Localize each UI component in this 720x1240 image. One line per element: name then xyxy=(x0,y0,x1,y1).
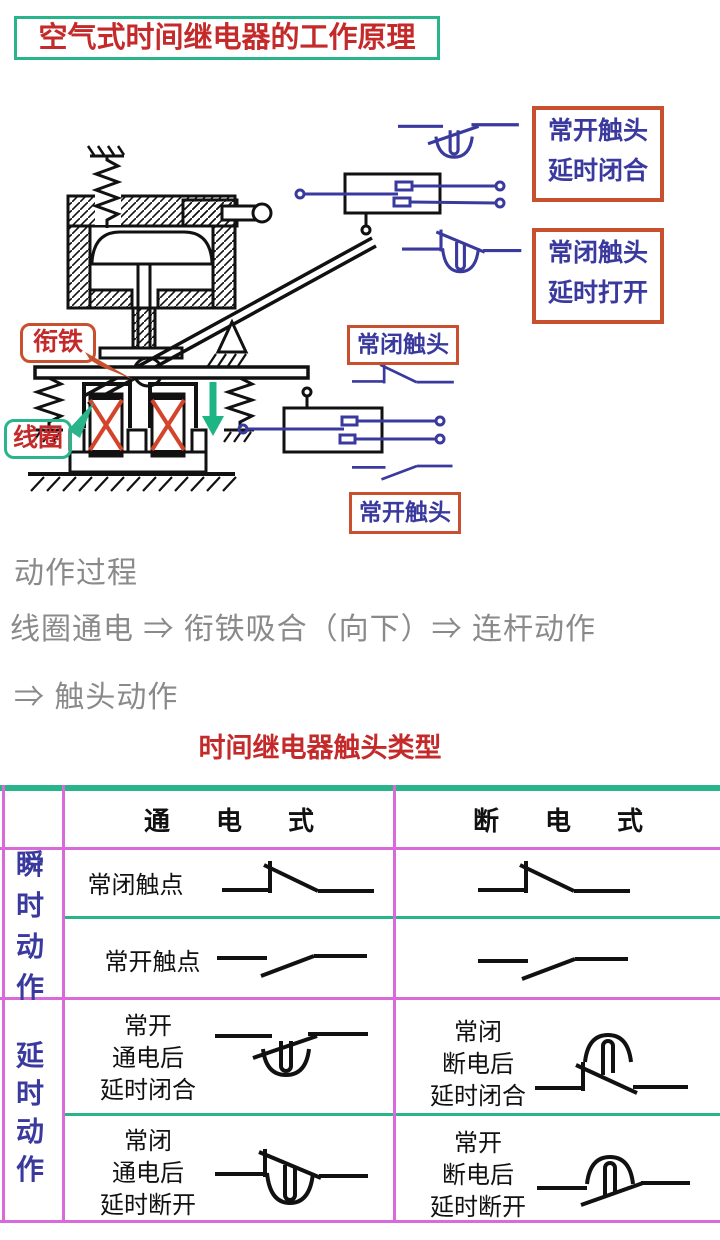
header-divider xyxy=(0,847,720,850)
nc-delayed-closing-label: 常闭 断电后 延时闭合 xyxy=(430,1020,526,1110)
nc-delayed-opening-symbol xyxy=(400,227,523,274)
armature-plate xyxy=(33,365,310,380)
relay-mechanism-diagram xyxy=(28,123,523,492)
nc-delayed-opening-label: 常闭 通电后 延时断开 xyxy=(100,1129,196,1219)
table-left-border xyxy=(2,785,5,1223)
electromagnet-core xyxy=(82,382,198,428)
ground xyxy=(28,472,237,492)
column-header-energized: 通电式 xyxy=(143,807,360,836)
nc-delayed-opening-symbol xyxy=(215,1147,370,1205)
row-divider-2 xyxy=(62,1113,720,1116)
diaphragm xyxy=(90,230,214,266)
nc-instant-symbol-energized xyxy=(222,859,374,895)
no-instant-symbol-deenergized xyxy=(478,957,628,981)
contact-type-table: 通电式 断电式 瞬时动作 延时动作 常闭触点 常开触点 常开 通电后 延时闭合 … xyxy=(0,785,720,1225)
table-top-border xyxy=(0,785,720,791)
row-divider-1 xyxy=(62,916,720,919)
top-spring-anchor xyxy=(86,145,126,158)
coil-windings xyxy=(88,392,186,458)
nc-instant-symbol-deenergized xyxy=(478,859,630,895)
process-step-line2: ⇒ 触头动作 xyxy=(14,681,179,714)
no-delay-close-label: 常开触头 延时闭合 xyxy=(532,106,664,202)
no-instant-symbol-energized xyxy=(217,954,367,978)
pull-down-arrow xyxy=(202,382,224,436)
top-spring xyxy=(91,156,123,228)
row-group-delayed: 延时动作 xyxy=(15,1041,44,1186)
process-step-line1: 线圈通电 ⇒ 衔铁吸合（向下）⇒ 连杆动作 xyxy=(10,613,597,646)
table-title: 时间继电器触头类型 xyxy=(198,733,442,763)
bleed-screw xyxy=(220,202,273,224)
lower-microswitch xyxy=(237,386,446,454)
nc-contact-label: 常闭触头 xyxy=(347,325,459,365)
nc-delay-open-label: 常闭触头 延时打开 xyxy=(532,228,664,324)
table-bottom-border xyxy=(0,1220,720,1223)
coil-callout: 线圈 xyxy=(4,419,72,459)
armature-pointer xyxy=(85,352,134,380)
column-divider-1 xyxy=(62,785,65,1223)
column-divider-2 xyxy=(393,785,396,1223)
coil-pointer xyxy=(68,402,94,438)
lever-pivot xyxy=(207,318,249,367)
no-delayed-closing-symbol xyxy=(396,123,521,159)
no-instant-label: 常开触点 xyxy=(104,950,201,976)
upper-microswitch xyxy=(294,172,506,236)
no-delayed-opening-symbol xyxy=(537,1155,692,1207)
no-contact-symbol xyxy=(350,464,454,481)
no-delayed-opening-label: 常开 断电后 延时断开 xyxy=(430,1131,526,1221)
column-header-deenergized: 断电式 xyxy=(472,807,689,836)
section-divider xyxy=(0,997,720,1000)
no-delayed-closing-symbol xyxy=(215,1032,370,1077)
no-contact-label: 常开触头 xyxy=(349,492,461,534)
process-heading: 动作过程 xyxy=(14,557,138,590)
nc-delayed-closing-symbol xyxy=(535,1033,690,1095)
row-group-instant: 瞬时动作 xyxy=(15,850,44,1004)
nc-contact-symbol xyxy=(350,360,456,385)
nc-instant-label: 常闭触点 xyxy=(87,873,184,899)
page-title: 空气式时间继电器的工作原理 xyxy=(14,16,440,60)
armature-callout: 衔铁 xyxy=(20,323,96,363)
no-delayed-closing-label: 常开 通电后 延时闭合 xyxy=(100,1014,196,1104)
